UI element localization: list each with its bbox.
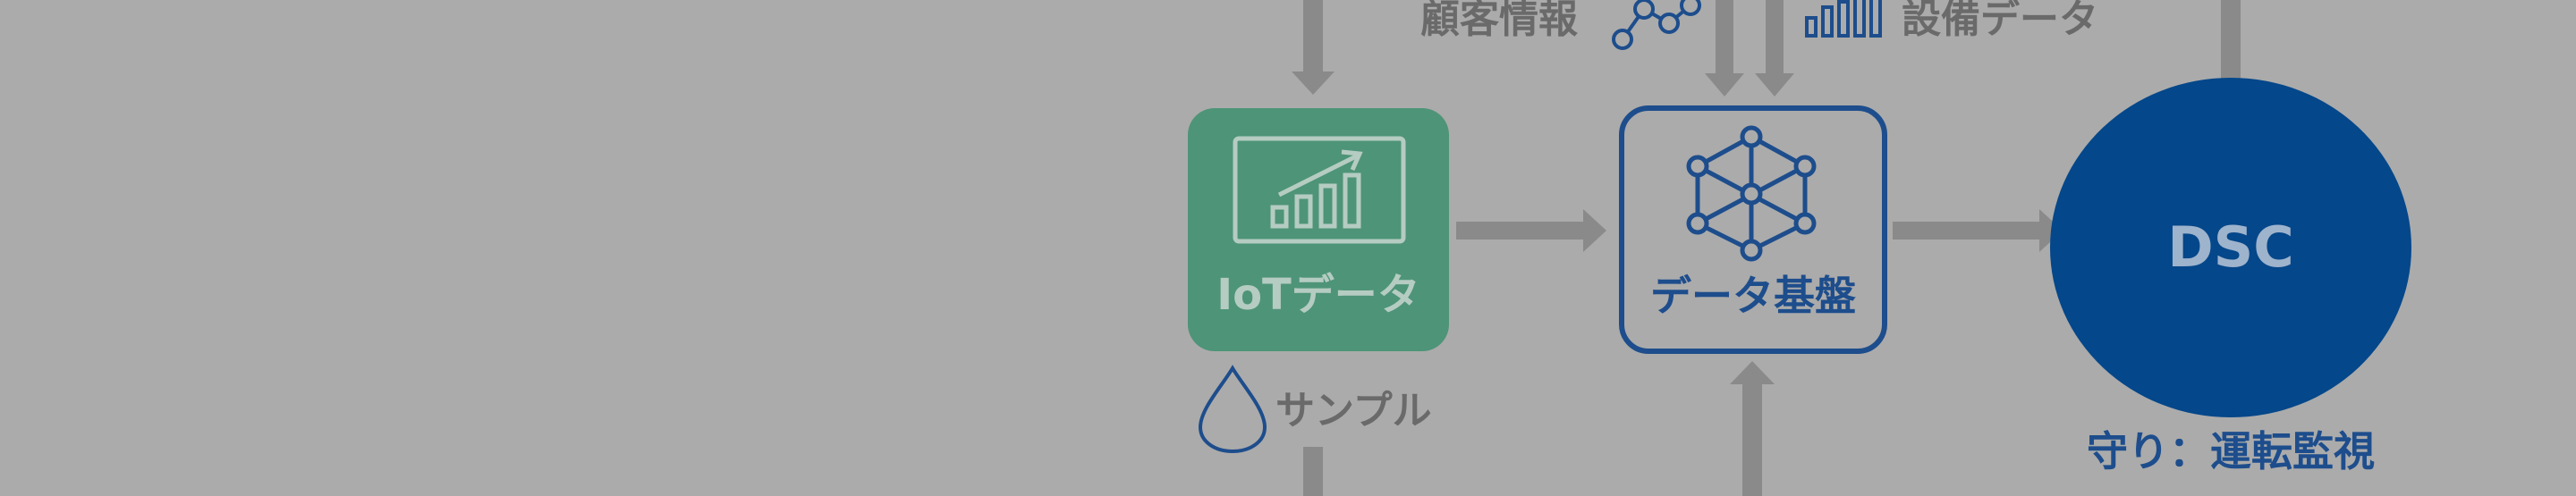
sample-label: サンプル (1275, 388, 1432, 433)
line-below-iot (1303, 447, 1323, 496)
iot-data-label: IoTデータ (1216, 270, 1420, 320)
dsc-circle (2050, 78, 2411, 417)
arrow-into-platform-top-left (1705, 0, 1744, 97)
rising-chart-icon (1233, 136, 1406, 244)
arrow-iot-to-platform (1456, 209, 1606, 252)
data-platform-box (1619, 105, 1887, 354)
arrow-into-platform-bottom (1730, 361, 1775, 496)
hexagon-network-icon (1686, 125, 1817, 262)
arrow-platform-to-dsc (1893, 209, 2063, 252)
line-into-dsc-top (2221, 0, 2241, 80)
arrow-into-platform-top-right (1755, 0, 1794, 97)
customer-info-label: 顧客情報 (1420, 0, 1578, 42)
data-platform-label: データ基盤 (1650, 272, 1856, 320)
equipment-data-label: 設備データ (1902, 0, 2098, 42)
arrow-into-iot-top (1292, 0, 1335, 95)
water-drop-icon (1198, 365, 1267, 454)
bar-chart-icon (1805, 0, 1882, 38)
iot-data-box (1188, 108, 1449, 351)
dsc-label: DSC (2167, 214, 2294, 280)
network-nodes-icon (1612, 0, 1701, 50)
defense-monitoring-label: 守り：運転監視 (2087, 427, 2375, 475)
